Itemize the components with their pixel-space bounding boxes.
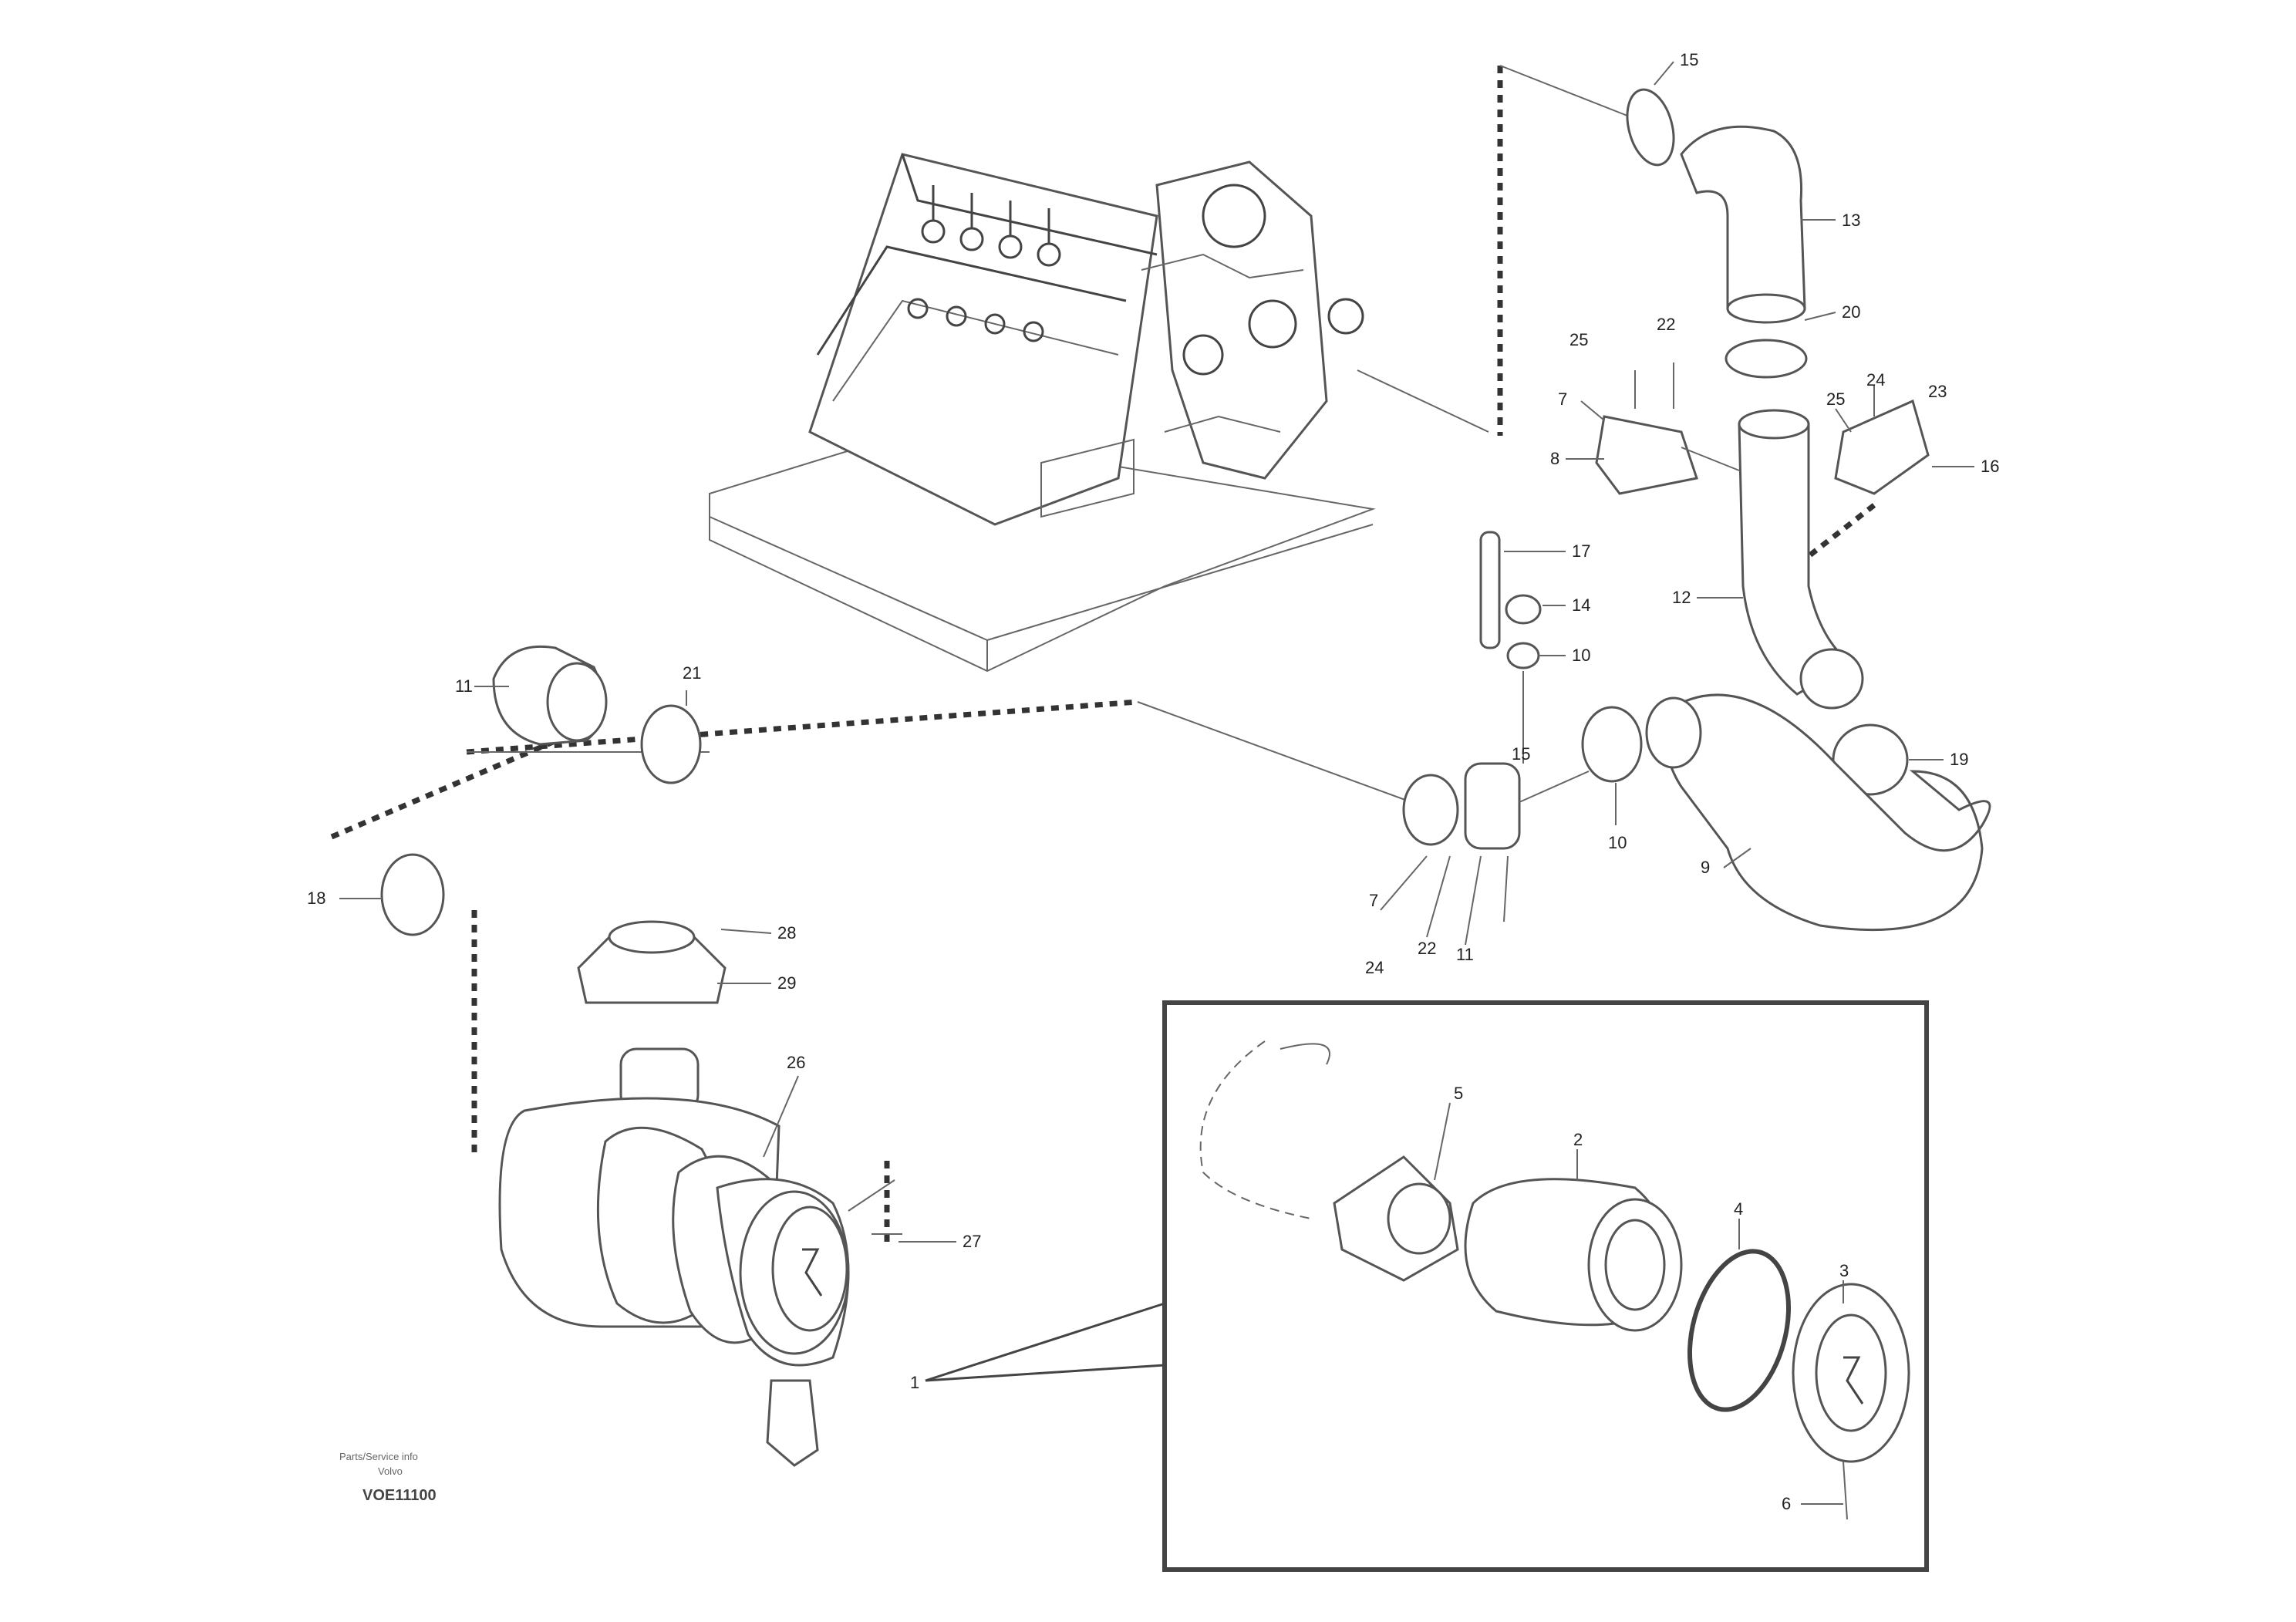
- callout-6: 6: [1782, 1494, 1791, 1513]
- detail-view: [925, 1000, 1929, 1572]
- callout-7: 7: [1558, 389, 1567, 409]
- callout-13: 13: [1842, 211, 1860, 230]
- callout-26: 26: [787, 1053, 805, 1072]
- callout-20: 20: [1842, 302, 1860, 322]
- air-cleaner: [498, 920, 902, 1467]
- callout-24: 24: [1365, 958, 1384, 977]
- callout-16: 16: [1981, 457, 1999, 476]
- callout-27: 27: [963, 1232, 981, 1251]
- callout-29: 29: [777, 973, 796, 993]
- callout-10: 10: [1608, 833, 1627, 852]
- callout-17: 17: [1572, 541, 1590, 561]
- callout-4: 4: [1734, 1199, 1743, 1219]
- callout-9: 9: [1701, 858, 1710, 877]
- callout-19: 19: [1950, 750, 1968, 769]
- callout-25: 25: [1826, 389, 1845, 409]
- callout-10: 10: [1572, 646, 1590, 665]
- callout-labels: 15 13 20 25 22 7 8 25 24 23 16 17 14 10 …: [307, 50, 1999, 1513]
- callout-7: 7: [1369, 891, 1378, 910]
- callout-24: 24: [1866, 370, 1885, 389]
- callout-18: 18: [307, 889, 325, 908]
- callout-25: 25: [1569, 330, 1588, 349]
- callout-12: 12: [1672, 588, 1691, 607]
- callout-2: 2: [1573, 1130, 1583, 1149]
- engine-block: [709, 153, 1489, 673]
- callout-22: 22: [1418, 939, 1436, 958]
- callout-28: 28: [777, 923, 796, 943]
- callout-8: 8: [1550, 449, 1559, 468]
- footer-id: VOE11100: [362, 1487, 437, 1504]
- callout-5: 5: [1454, 1084, 1463, 1103]
- connection-lines: [330, 65, 1876, 1242]
- footer-line2: Volvo: [378, 1465, 403, 1477]
- callout-21: 21: [683, 663, 701, 683]
- left-hoses: [380, 645, 702, 936]
- callout-14: 14: [1572, 595, 1590, 615]
- intake-hoses: [1402, 88, 1991, 932]
- callout-11: 11: [455, 676, 473, 696]
- callout-15: 15: [1512, 744, 1530, 764]
- callout-15: 15: [1680, 50, 1698, 69]
- callout-1: 1: [910, 1373, 919, 1392]
- footer-line1: Parts/Service info: [339, 1451, 418, 1462]
- callout-23: 23: [1928, 382, 1947, 401]
- callout-22: 22: [1657, 315, 1675, 334]
- callout-leaders: [339, 61, 1974, 1243]
- callout-3: 3: [1839, 1261, 1849, 1280]
- callout-11: 11: [1456, 945, 1474, 964]
- reference-footer: Parts/Service info Volvo VOE11100: [339, 1451, 437, 1504]
